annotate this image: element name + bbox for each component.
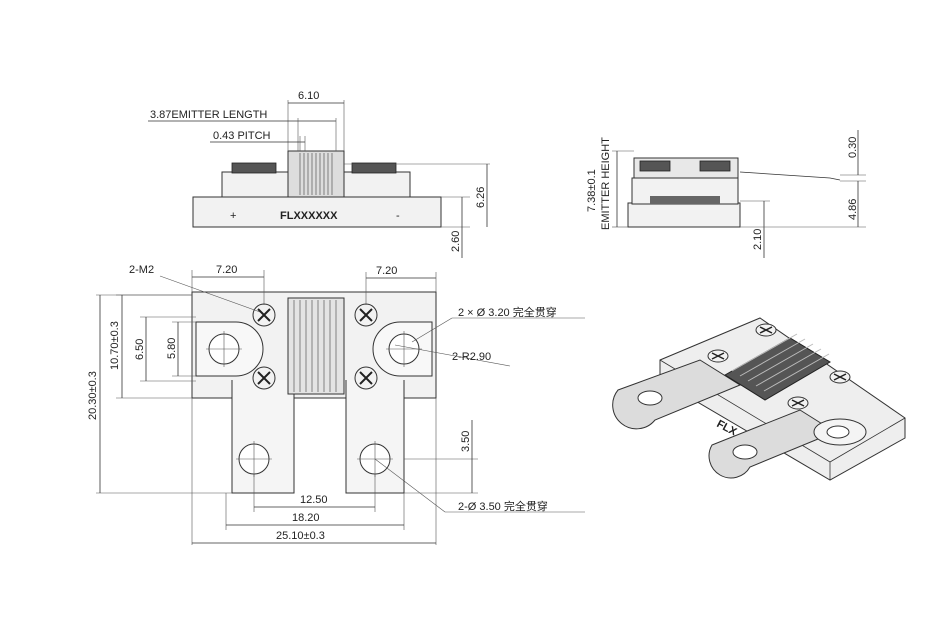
iso-hole-left	[637, 390, 663, 406]
front-left-block	[221, 171, 291, 198]
top-emitter-fins	[293, 300, 337, 392]
front-part-label: FLXXXXXX	[280, 210, 338, 222]
front-dim-width: 6.10	[298, 90, 319, 102]
top-emitter	[287, 297, 345, 395]
top-h-350: 3.50	[460, 431, 472, 452]
top-h-580: 5.80	[166, 338, 178, 359]
front-right-screw	[351, 162, 397, 174]
iso-tab-left	[612, 359, 742, 430]
front-height-base: 2.60	[450, 231, 462, 252]
top-h-1070: 10.70±0.3	[109, 321, 121, 370]
top-radius-label: 2-R2.90	[452, 351, 491, 363]
front-left-screw	[231, 162, 277, 174]
iso-screw-1	[755, 323, 777, 337]
top-hole-tab-left	[236, 441, 272, 477]
top-view: 2-M2 7.20 7.20 2 × Ø 3.20 完全贯穿 2-R2.90 1…	[87, 264, 585, 545]
side-dim-486: 4.86	[847, 199, 859, 220]
side-emitter-height-value: 7.38±0.1	[586, 169, 598, 212]
front-minus-sign: -	[396, 210, 400, 222]
front-emitter-bars	[299, 153, 333, 195]
front-view: 6.10 3.87EMITTER LENGTH 0.43 PITCH FLXXX…	[148, 90, 490, 258]
side-dim-210: 2.10	[752, 229, 764, 250]
top-hole-left	[206, 331, 242, 367]
isometric-view: FLX	[612, 317, 906, 481]
top-hole-320-label: 2 × Ø 3.20 完全贯穿	[458, 305, 557, 319]
top-w-1250: 12.50	[300, 494, 328, 506]
front-right-block	[341, 171, 411, 198]
side-screw-left	[639, 160, 671, 172]
side-emitter-height-label: EMITTER HEIGHT	[600, 137, 612, 230]
top-w-2510: 25.10±0.3	[276, 530, 325, 542]
side-base	[627, 202, 741, 228]
top-width-right: 7.20	[376, 265, 397, 277]
side-dim-030: 0.30	[847, 137, 859, 158]
top-width-left: 7.20	[216, 264, 237, 276]
side-screw-right	[699, 160, 731, 172]
top-h-650: 6.50	[134, 339, 146, 360]
top-screw-3	[354, 303, 378, 327]
iso-screw-2	[707, 349, 729, 363]
top-screw-1	[252, 303, 276, 327]
iso-tab-right	[708, 409, 837, 479]
side-view: 7.38±0.1 EMITTER HEIGHT 0.30 4.86 2.10	[586, 130, 866, 258]
top-m2-label: 2-M2	[129, 264, 154, 276]
top-screw-4	[354, 366, 378, 390]
front-base-plate	[192, 196, 442, 228]
front-emitter-length: 3.87EMITTER LENGTH	[150, 109, 267, 121]
front-height-total: 6.26	[475, 187, 487, 208]
iso-screw-3	[829, 370, 851, 384]
top-hole-right	[386, 331, 422, 367]
iso-hole-right	[732, 444, 758, 460]
top-h-2030: 20.30±0.3	[87, 371, 99, 420]
front-pitch: 0.43 PITCH	[213, 130, 271, 142]
iso-screw-4	[787, 396, 809, 410]
top-w-1820: 18.20	[292, 512, 320, 524]
top-left-tab	[231, 380, 295, 494]
top-screw-2	[252, 366, 276, 390]
top-hole-350-label: 2-Ø 3.50 完全贯穿	[458, 499, 548, 513]
iso-emitter-fins	[731, 333, 830, 392]
front-plus-sign: +	[230, 210, 236, 222]
side-emitter	[650, 196, 720, 204]
side-tab	[739, 171, 841, 181]
